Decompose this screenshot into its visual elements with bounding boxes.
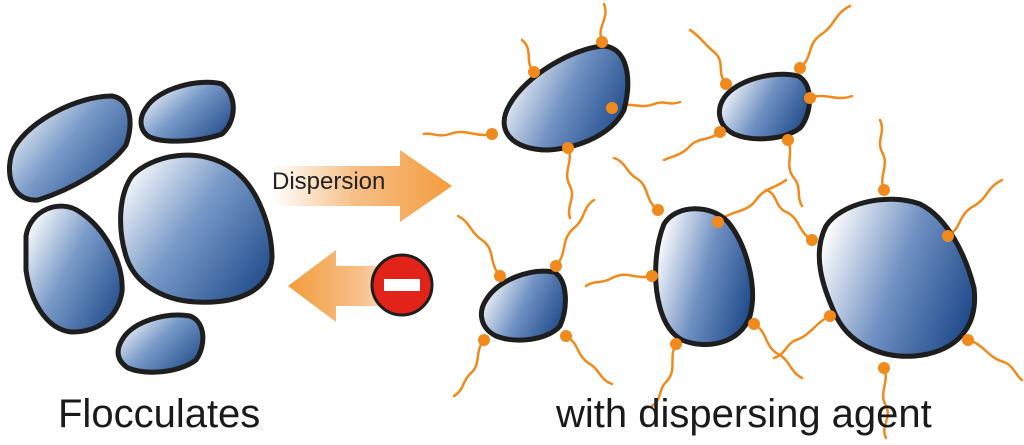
- dispersed-caption: with dispersing agent: [556, 392, 932, 436]
- dispersed-particle-a: [501, 43, 631, 153]
- dispersion-label: Dispersion: [272, 168, 386, 195]
- dispersed-particle-c: [478, 268, 568, 343]
- right-arrow-icon: [272, 150, 452, 222]
- floc-particle-4: [23, 203, 125, 335]
- floc-particle-2: [138, 79, 236, 144]
- floc-particle-1: [6, 93, 133, 203]
- dispersant-chains: [422, 2, 1024, 440]
- dispersed-particle-b: [716, 71, 812, 142]
- floc-particle-3: [118, 152, 275, 305]
- flocculates-caption: Flocculates: [58, 392, 261, 436]
- dispersed-particle-e: [816, 196, 978, 359]
- anchor-dots: [478, 36, 974, 374]
- floc-particle-5: [115, 312, 206, 375]
- dispersion-arrow: [272, 150, 452, 222]
- dispersed-particle-d: [653, 206, 755, 348]
- dispersed-particles: [478, 43, 978, 359]
- no-entry-icon: [370, 253, 434, 317]
- flocculate-cluster: [6, 79, 275, 375]
